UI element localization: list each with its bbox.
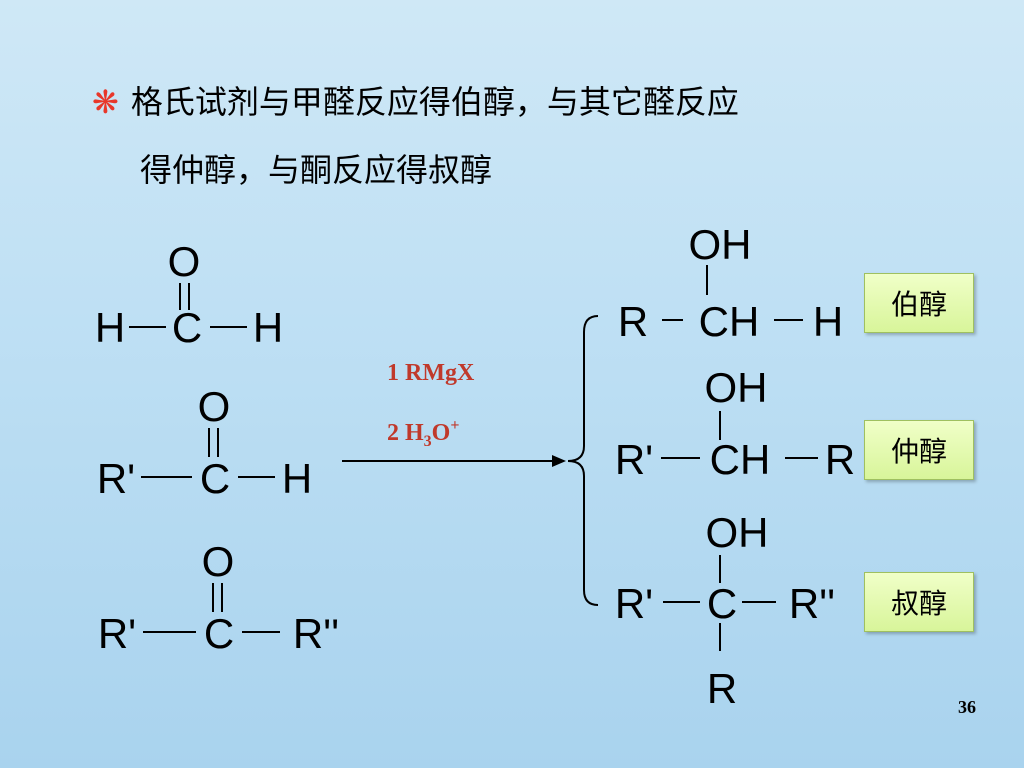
reagent-step-2: 2 H3O+ (387, 417, 459, 450)
tertiary-right: R'' (789, 580, 835, 627)
ketone-right: R'' (293, 610, 339, 657)
text-line-1: 格氏试剂与甲醛反应得伯醇，与其它醛反应 (130, 83, 739, 121)
formaldehyde-right: H (253, 304, 283, 351)
label-secondary-alcohol: 仲醇 (864, 420, 974, 480)
reagent-step-1: 1 RMgX (387, 360, 475, 386)
bullet-icon: ❋ (92, 83, 119, 121)
label-primary-alcohol: 伯醇 (864, 273, 974, 333)
ketone-carbon: C (204, 610, 234, 657)
primary-oh: OH (689, 221, 752, 268)
aldehyde-carbon: C (200, 455, 230, 502)
secondary-left: R' (615, 436, 653, 483)
aldehyde-right: H (282, 455, 312, 502)
formaldehyde-oxygen: O (168, 238, 201, 285)
tertiary-center: C (707, 580, 737, 627)
reaction-arrow-head (552, 455, 566, 467)
text-line-2: 得仲醇，与酮反应得叔醇 (140, 151, 493, 189)
primary-left: R (618, 298, 648, 345)
bullet-line-1: ❋ 格氏试剂与甲醛反应得伯醇，与其它醛反应 (92, 74, 739, 130)
aldehyde-oxygen: O (198, 383, 231, 430)
secondary-oh: OH (705, 364, 768, 411)
tertiary-oh: OH (706, 509, 769, 556)
product-brace (567, 315, 599, 606)
primary-right: H (813, 298, 843, 345)
tertiary-bottom: R (707, 665, 737, 712)
secondary-center: CH (710, 436, 771, 483)
formaldehyde-carbon: C (172, 304, 202, 351)
tertiary-left: R' (615, 580, 653, 627)
ketone-left: R' (98, 610, 136, 657)
primary-center: CH (699, 298, 760, 345)
page-number: 36 (958, 697, 976, 717)
formaldehyde-left: H (95, 304, 125, 351)
secondary-right: R (825, 436, 855, 483)
aldehyde-left: R' (97, 455, 135, 502)
label-tertiary-alcohol: 叔醇 (864, 572, 974, 632)
ketone-oxygen: O (202, 538, 235, 585)
